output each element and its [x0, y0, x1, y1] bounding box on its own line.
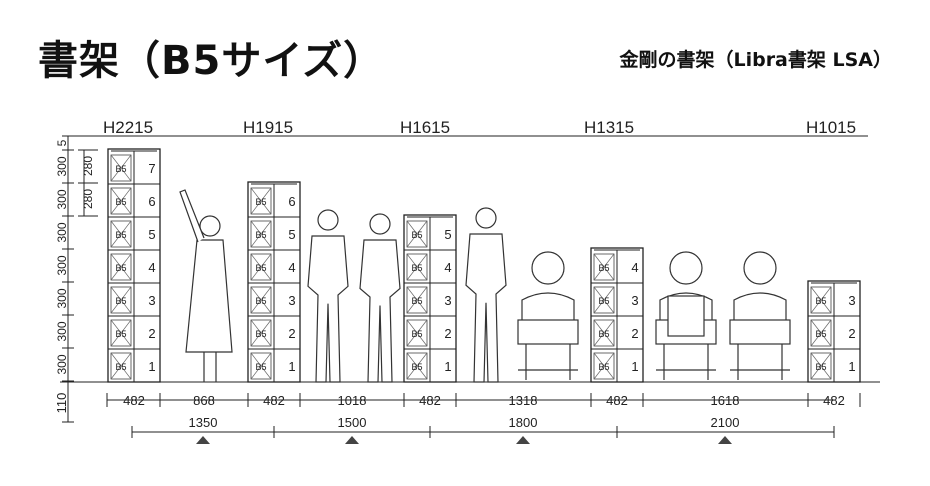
person-standing-figure-1 — [307, 209, 349, 383]
width-dimension-label: 482 — [606, 393, 628, 408]
person-seated-chair-figure — [655, 251, 717, 380]
shelf-size-label: B5 — [411, 263, 422, 273]
shelf-level-number: 4 — [288, 260, 295, 275]
height-label-1615: H1615 — [400, 118, 450, 137]
left-dimension-scale: 5 110 280 280 300 300 300 300 300 300 300 — [54, 135, 98, 423]
scale-row-label: 300 — [55, 321, 69, 341]
span-marker-triangle — [345, 436, 359, 444]
scale-row-label: 300 — [55, 354, 69, 374]
shelf-level-number: 3 — [288, 293, 295, 308]
shelf-level-number: 1 — [444, 359, 451, 374]
shelf-size-label: B5 — [598, 263, 609, 273]
width-dimension-label: 482 — [823, 393, 845, 408]
span-dimension-label: 1500 — [338, 415, 367, 430]
shelf-level-number: 1 — [631, 359, 638, 374]
shelf-level-number: 2 — [148, 326, 155, 341]
scale-row-label: 300 — [55, 255, 69, 275]
shelf-level-number: 1 — [848, 359, 855, 374]
shelf-size-label: B5 — [115, 329, 126, 339]
shelf-level-number: 5 — [148, 227, 155, 242]
shelf-size-label: B5 — [255, 362, 266, 372]
shelf-size-label: B5 — [115, 197, 126, 207]
shelf-size-label: B5 — [411, 329, 422, 339]
shelf-size-label: B5 — [815, 362, 826, 372]
scale-row-label: 300 — [55, 288, 69, 308]
page-title: 書架（B5サイズ） — [38, 38, 385, 84]
span-dimension-label: 1800 — [509, 415, 538, 430]
shelf-level-number: 3 — [631, 293, 638, 308]
shelf-size-label: B5 — [815, 296, 826, 306]
height-label-2215: H2215 — [103, 118, 153, 137]
shelf-size-label: B5 — [115, 164, 126, 174]
width-dimension-label: 482 — [123, 393, 145, 408]
shelf-level-number: 2 — [631, 326, 638, 341]
height-label-1915: H1915 — [243, 118, 293, 137]
shelf-size-label: B5 — [255, 329, 266, 339]
shelf-level-number: 2 — [444, 326, 451, 341]
shelf-level-number: 2 — [848, 326, 855, 341]
shelf-level-number: 7 — [148, 161, 155, 176]
scale-row-label: 300 — [55, 222, 69, 242]
shelf-level-number: 3 — [148, 293, 155, 308]
width-dimension-label: 1318 — [509, 393, 538, 408]
product-subtitle: 金剛の書架（Libra書架 LSA） — [619, 49, 892, 71]
shelf-level-number: 1 — [148, 359, 155, 374]
height-label-1315: H1315 — [584, 118, 634, 137]
scale-row-label: 300 — [55, 156, 69, 176]
shelf-size-label: B5 — [255, 230, 266, 240]
span-marker-triangle — [718, 436, 732, 444]
shelf-size-label: B5 — [115, 230, 126, 240]
shelf-size-label: B5 — [411, 362, 422, 372]
person-seated-wheelchair-figure-2 — [729, 251, 791, 380]
width-dimension-label: 1018 — [338, 393, 367, 408]
shelf-size-label: B5 — [598, 296, 609, 306]
scale-top-label: 5 — [55, 139, 69, 146]
person-standing-figure-2 — [359, 213, 401, 383]
inner-280-label-1: 280 — [81, 156, 95, 176]
shelf-size-label: B5 — [255, 263, 266, 273]
scale-bottom-label: 110 — [54, 393, 69, 414]
shelf-level-number: 3 — [444, 293, 451, 308]
span-marker-triangle — [516, 436, 530, 444]
shelf-level-number: 4 — [631, 260, 638, 275]
shelf-size-label: B5 — [115, 263, 126, 273]
person-reaching-figure — [179, 189, 233, 382]
width-dimension-label: 482 — [419, 393, 441, 408]
shelf-size-label: B5 — [115, 362, 126, 372]
shelf-level-number: 2 — [288, 326, 295, 341]
shelf-size-label: B5 — [411, 230, 422, 240]
span-marker-triangle — [196, 436, 210, 444]
person-standing-figure-3 — [465, 207, 507, 383]
shelf-level-number: 6 — [288, 194, 295, 209]
span-dimension-label: 2100 — [711, 415, 740, 430]
width-dimension-label: 1618 — [711, 393, 740, 408]
shelf-level-number: 1 — [288, 359, 295, 374]
width-dimension-label: 868 — [193, 393, 215, 408]
shelf-size-label: B5 — [815, 329, 826, 339]
inner-280-label-2: 280 — [81, 189, 95, 209]
shelf-size-label: B5 — [255, 296, 266, 306]
shelf-level-number: 5 — [444, 227, 451, 242]
shelf-size-label: B5 — [115, 296, 126, 306]
shelf-level-number: 4 — [148, 260, 155, 275]
shelf-size-label: B5 — [598, 362, 609, 372]
shelf-size-label: B5 — [598, 329, 609, 339]
person-seated-wheelchair-figure — [517, 251, 579, 380]
shelf-level-number: 3 — [848, 293, 855, 308]
shelf-level-number: 5 — [288, 227, 295, 242]
shelf-size-label: B5 — [411, 296, 422, 306]
height-label-1015: H1015 — [806, 118, 856, 137]
width-dimension-label: 482 — [263, 393, 285, 408]
shelf-level-number: 4 — [444, 260, 451, 275]
span-dimension-label: 1350 — [189, 415, 218, 430]
scale-row-label: 300 — [55, 189, 69, 209]
shelf-level-number: 6 — [148, 194, 155, 209]
shelf-size-label: B5 — [255, 197, 266, 207]
